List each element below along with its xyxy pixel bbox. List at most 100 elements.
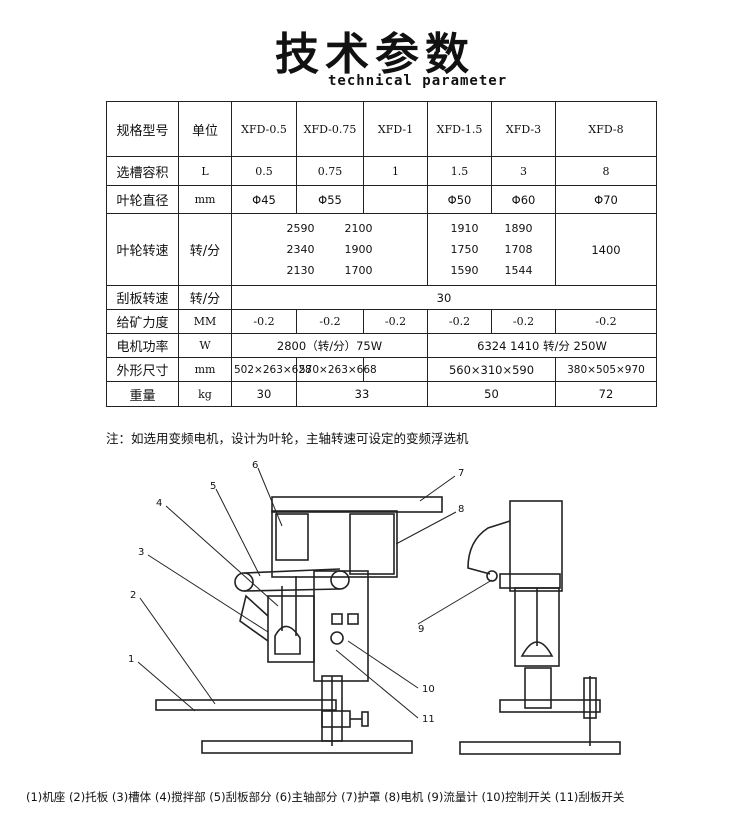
- speed-column: 1890 1708 1544: [505, 218, 533, 281]
- unit-cell: W: [178, 333, 232, 358]
- speed-value: 2130: [286, 264, 315, 277]
- value-cell: 0.75: [296, 156, 364, 186]
- value-cell: 50: [427, 381, 556, 407]
- table-row: 电机功率 W 2800（转/分）75W 6324 1410 转/分 250W: [106, 333, 657, 358]
- page-title: 技术参数: [275, 29, 475, 80]
- header-cell: 单位: [178, 101, 232, 157]
- header-cell: XFD-0.75: [296, 101, 364, 157]
- row-label: 外形尺寸: [106, 357, 179, 382]
- callout-9: 9: [418, 624, 424, 635]
- callout-5: 5: [210, 481, 216, 492]
- value-cell: -0.2: [231, 309, 297, 334]
- unit-cell: kg: [178, 381, 232, 407]
- speed-value: 2340: [286, 243, 315, 256]
- header-cell: XFD-1.5: [427, 101, 492, 157]
- unit-cell: 转/分: [178, 213, 232, 286]
- side-housing: [509, 500, 563, 592]
- speed-merged-cell: 1910 1750 1590 1890 1708 1544: [427, 213, 556, 286]
- side-base: [459, 741, 621, 755]
- callout-11: 11: [422, 714, 435, 725]
- speed-value: 1700: [344, 264, 373, 277]
- row-label: 重量: [106, 381, 179, 407]
- speed-column: 1910 1750 1590: [451, 218, 479, 281]
- unit-cell: L: [178, 156, 232, 186]
- value-cell: 3: [491, 156, 556, 186]
- header-cell: XFD-1: [363, 101, 428, 157]
- callout-4: 4: [156, 498, 162, 509]
- callout-6: 6: [252, 460, 258, 471]
- base-plate: [201, 740, 413, 754]
- tank: [267, 595, 315, 663]
- speed-value: 1890: [504, 222, 533, 235]
- table-row: 给矿力度 MM -0.2 -0.2 -0.2 -0.2 -0.2 -0.2: [106, 309, 657, 334]
- speed-value: 1590: [450, 264, 479, 277]
- speed-value: 2590: [286, 222, 315, 235]
- value-cell: [363, 357, 428, 382]
- motor-housing: [271, 510, 398, 578]
- value-cell: Φ60: [491, 185, 556, 214]
- value-cell: -0.2: [296, 309, 364, 334]
- value-cell: Φ45: [231, 185, 297, 214]
- unit-cell: mm: [178, 185, 232, 214]
- speed-column: 2590 2340 2130: [287, 218, 315, 281]
- callout-2: 2: [130, 590, 136, 601]
- callout-3: 3: [138, 547, 144, 558]
- parts-caption: (1)机座 (2)托板 (3)槽体 (4)搅拌部 (5)刮板部分 (6)主轴部分…: [26, 790, 625, 804]
- callout-1: 1: [128, 654, 134, 665]
- table-row: 选槽容积 L 0.5 0.75 1 1.5 3 8: [106, 156, 657, 186]
- value-cell: -0.2: [555, 309, 657, 334]
- row-label: 给矿力度: [106, 309, 179, 334]
- speed-value: 1708: [504, 243, 533, 256]
- table-row: 叶轮转速 转/分 2590 2340 2130 2100 1900 1700 1…: [106, 213, 657, 286]
- row-label: 叶轮直径: [106, 185, 179, 214]
- spec-table: 规格型号 单位 XFD-0.5 XFD-0.75 XFD-1 XFD-1.5 X…: [106, 101, 657, 407]
- value-cell: -0.2: [363, 309, 428, 334]
- speed-value: 1910: [450, 222, 479, 235]
- row-label: 电机功率: [106, 333, 179, 358]
- speed-value: 1544: [504, 264, 533, 277]
- speed-value: 1900: [344, 243, 373, 256]
- speed-column: 2100 1900 1700: [345, 218, 373, 281]
- row-label: 叶轮转速: [106, 213, 179, 286]
- value-cell: 502×263×628: [231, 357, 312, 382]
- value-cell: 380×505×970: [555, 357, 657, 382]
- value-cell: 30: [231, 381, 297, 407]
- value-cell: Φ55: [296, 185, 364, 214]
- table-row: 叶轮直径 mm Φ45 Φ55 Φ50 Φ60 Φ70: [106, 185, 657, 214]
- row-label: 刮板转速: [106, 285, 179, 310]
- header-cell: XFD-0.5: [231, 101, 297, 157]
- speed-value: 1750: [450, 243, 479, 256]
- value-cell: 560×310×590: [427, 357, 556, 382]
- value-cell: 30: [231, 285, 657, 310]
- machine-diagram: 1 2 3 4 5 6 7 8 9 10 11: [128, 460, 621, 755]
- value-cell: 1.5: [427, 156, 492, 186]
- table-row: 刮板转速 转/分 30: [106, 285, 657, 310]
- value-cell: 33: [296, 381, 428, 407]
- value-cell: 8: [555, 156, 657, 186]
- unit-cell: MM: [178, 309, 232, 334]
- value-cell: Φ50: [427, 185, 492, 214]
- callout-7: 7: [458, 468, 464, 479]
- value-cell: 570×263×668: [296, 357, 377, 382]
- table-row: 外形尺寸 mm 502×263×628 570×263×668 560×310×…: [106, 357, 657, 382]
- value-cell: Φ70: [555, 185, 657, 214]
- value-cell: 1: [363, 156, 428, 186]
- speed-value: 2100: [344, 222, 373, 235]
- row-label: 选槽容积: [106, 156, 179, 186]
- table-row: 重量 kg 30 33 50 72: [106, 381, 657, 407]
- value-cell: -0.2: [427, 309, 492, 334]
- callout-8: 8: [458, 504, 464, 515]
- unit-cell: 转/分: [178, 285, 232, 310]
- header-cell: XFD-3: [491, 101, 556, 157]
- header-cell: XFD-8: [555, 101, 657, 157]
- table-header-row: 规格型号 单位 XFD-0.5 XFD-0.75 XFD-1 XFD-1.5 X…: [106, 101, 657, 157]
- value-cell: 0.5: [231, 156, 297, 186]
- top-cover: [271, 496, 443, 513]
- value-cell: -0.2: [491, 309, 556, 334]
- value-cell: [363, 185, 428, 214]
- value-cell: 72: [555, 381, 657, 407]
- speed-merged-cell: 2590 2340 2130 2100 1900 1700: [231, 213, 428, 286]
- footnote: 注：如选用变频电机，设计为叶轮，主轴转速可设定的变频浮选机: [106, 431, 469, 446]
- unit-cell: mm: [178, 357, 232, 382]
- callout-10: 10: [422, 684, 435, 695]
